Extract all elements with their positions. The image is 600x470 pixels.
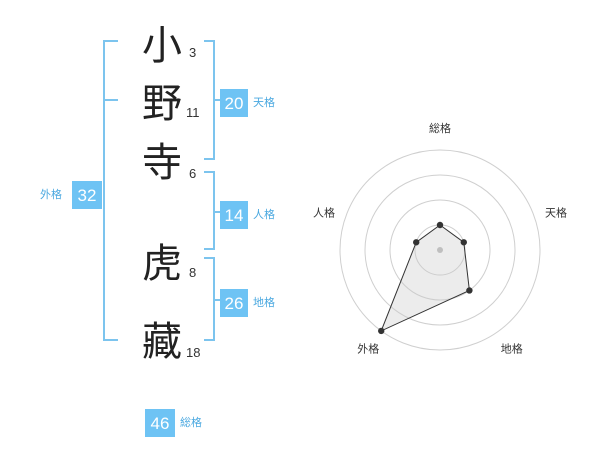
radar-axis-label-4: 外格	[357, 342, 379, 356]
radar-point-2	[460, 239, 467, 246]
gaikaku-bracket	[103, 40, 118, 341]
gaikaku-label: 外格	[40, 188, 62, 201]
stroke-count-2: 11	[186, 105, 200, 120]
radar-axis-label-2: 天格	[545, 205, 567, 219]
soukaku-label: 総格	[180, 416, 202, 429]
name-char-4: 虎	[142, 241, 182, 287]
name-char-1: 小	[142, 23, 182, 69]
radar-ring-3	[364, 174, 516, 326]
radar-point-5	[413, 239, 420, 246]
jinkaku-bracket	[204, 171, 215, 250]
radar-ring-2	[389, 199, 491, 301]
chikaku-value: 26	[220, 289, 248, 317]
radar-axis-label-1: 総格	[429, 121, 451, 135]
name-char-3: 寺	[142, 140, 182, 186]
radar-point-3	[466, 287, 473, 294]
radar-series-area	[380, 224, 470, 332]
soukaku-value: 46	[145, 409, 175, 437]
gaikaku-value: 32	[72, 181, 102, 209]
name-char-5: 藏	[142, 319, 182, 365]
radar-axis-label-3: 地格	[501, 342, 523, 356]
stroke-count-5: 18	[186, 345, 201, 360]
stroke-count-1: 3	[189, 45, 197, 60]
radar-axis-label-5: 人格	[313, 205, 335, 219]
radar-center-dot	[437, 247, 443, 253]
tenkaku-value: 20	[220, 89, 248, 117]
stroke-count-3: 6	[189, 166, 197, 181]
name-char-2: 野	[142, 81, 182, 127]
stroke-count-4: 8	[189, 265, 197, 280]
jinkaku-value: 14	[220, 201, 248, 229]
radar-point-4	[378, 327, 385, 335]
jinkaku-label: 人格	[253, 208, 275, 221]
chikaku-label: 地格	[253, 296, 275, 309]
tenkaku-label: 天格	[253, 96, 275, 109]
radar-point-1	[436, 221, 444, 229]
radar-ring-4	[339, 149, 541, 351]
